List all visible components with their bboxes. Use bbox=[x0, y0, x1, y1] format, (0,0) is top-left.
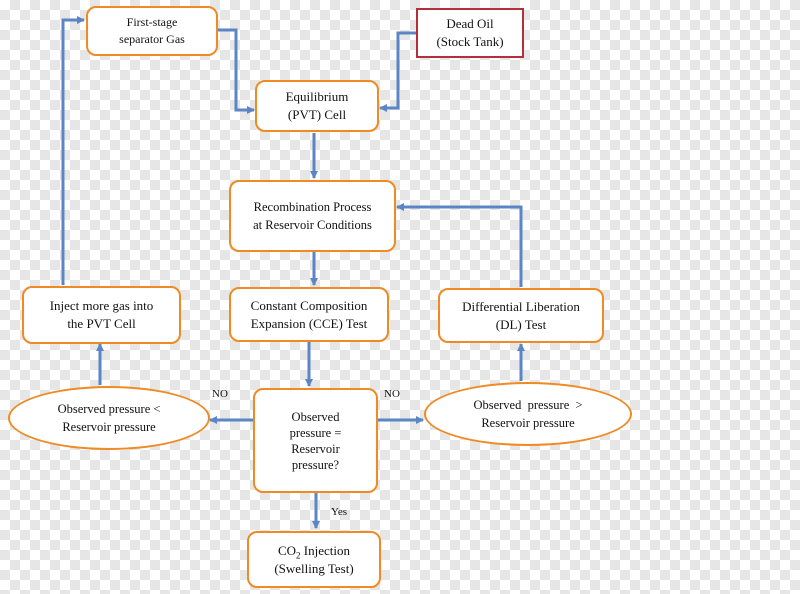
observed-pressure-less-ellipse: Observed pressure < Reservoir pressure bbox=[8, 386, 210, 450]
cce-test-box: Constant Composition Expansion (CCE) Tes… bbox=[229, 287, 389, 342]
recombination-process-box: Recombination Process at Reservoir Condi… bbox=[229, 180, 396, 252]
observed-pressure-greater-ellipse: Observed pressure > Reservoir pressure bbox=[424, 382, 632, 446]
arrow-dead-oil-to-equilibrium bbox=[379, 31, 416, 112]
first-stage-separator-gas-box: First-stage separator Gas bbox=[86, 6, 218, 56]
arrow-gas-to-equilibrium bbox=[217, 28, 255, 114]
arrow-inject-to-first-stage-gas bbox=[61, 16, 85, 285]
co2-injection-swelling-test-box: CO2 Injection (Swelling Test) bbox=[247, 531, 381, 588]
edge-label-yes: Yes bbox=[331, 506, 348, 518]
edge-label-no-right: NO bbox=[384, 388, 400, 400]
co2-injection-label: CO2 Injection bbox=[277, 542, 351, 561]
equilibrium-pvt-cell-box: Equilibrium (PVT) Cell bbox=[255, 80, 379, 132]
dead-oil-stock-tank-box: Dead Oil (Stock Tank) bbox=[416, 8, 524, 58]
pressure-decision-box: Observed pressure = Reservoir pressure? bbox=[253, 388, 378, 493]
dl-test-box: Differential Liberation (DL) Test bbox=[438, 288, 604, 343]
edge-label-no-left: NO bbox=[212, 388, 228, 400]
arrow-dl-to-recombination bbox=[396, 203, 523, 287]
inject-more-gas-box: Inject more gas into the PVT Cell bbox=[22, 286, 181, 344]
